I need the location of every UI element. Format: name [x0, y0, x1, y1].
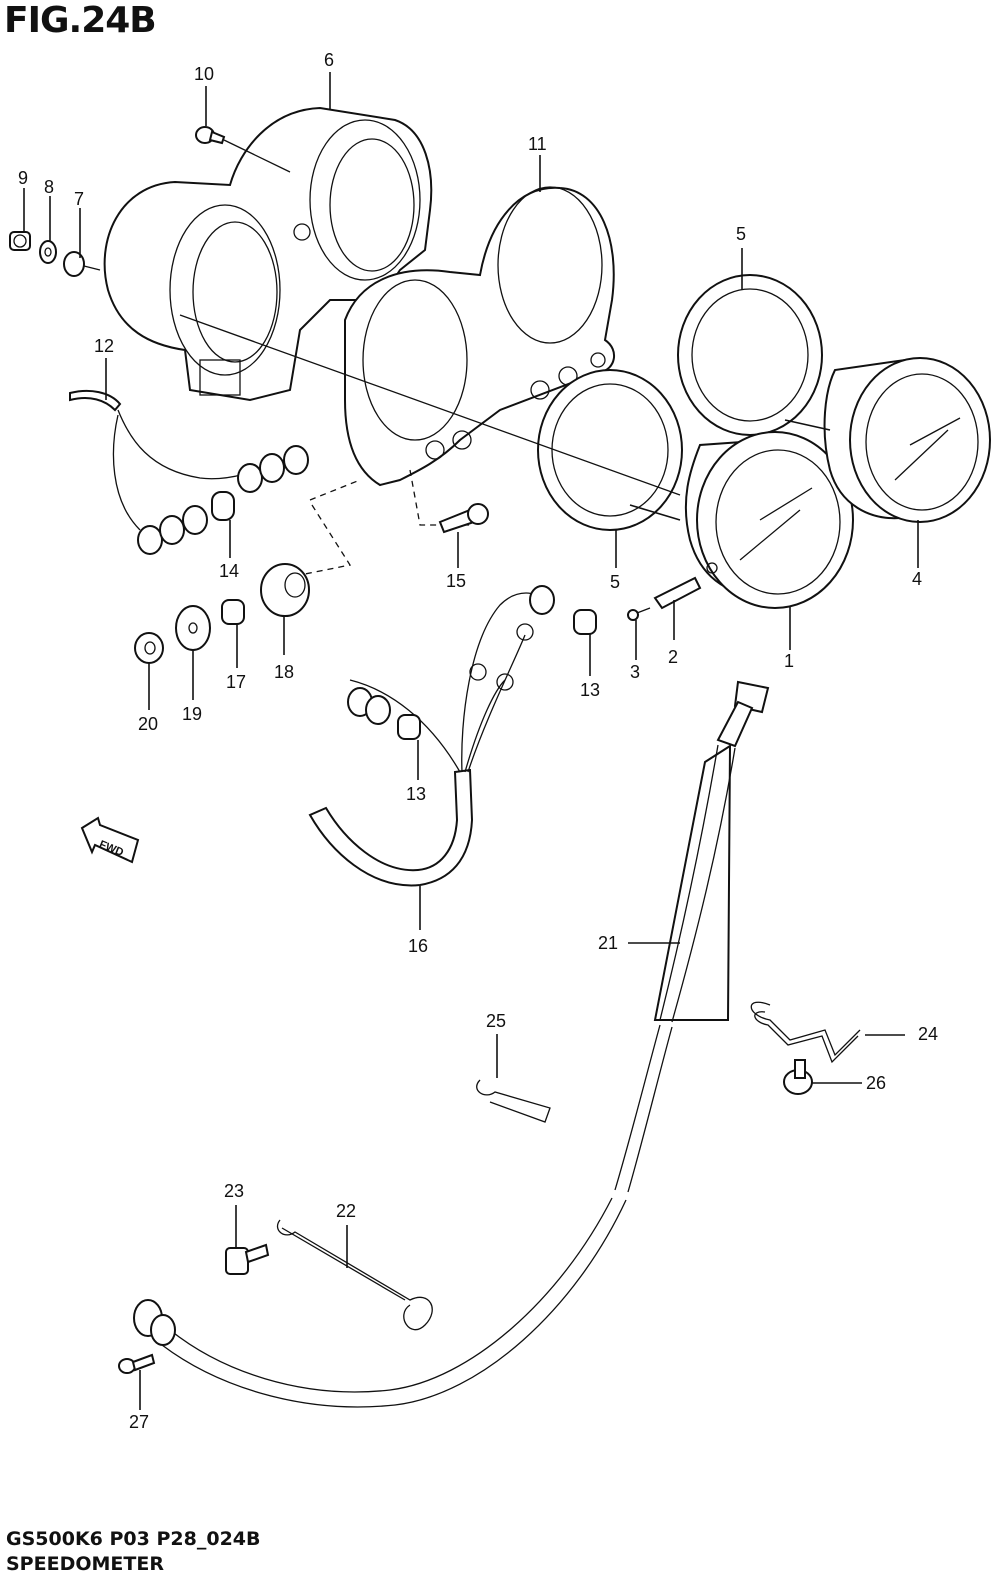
- callout-24: 24: [918, 1024, 938, 1044]
- forward-direction-badge: FWD: [80, 816, 140, 864]
- callout-16: 16: [408, 936, 428, 956]
- callout-15: 15: [446, 571, 466, 591]
- grommet-part-7: [63, 251, 101, 277]
- washer-part-8: [39, 240, 57, 264]
- callout-13-right: 13: [580, 680, 600, 700]
- callout-13-left: 13: [406, 784, 426, 804]
- callout-18: 18: [274, 662, 294, 682]
- meter-cushion-ring-lower: [537, 369, 683, 531]
- callout-19: 19: [182, 704, 202, 724]
- callout-26: 26: [866, 1073, 886, 1093]
- callout-4: 4: [912, 569, 922, 589]
- nut-part-20: [134, 632, 164, 664]
- bulb-part-13-upper: [573, 609, 597, 635]
- callout-5-upper: 5: [736, 224, 746, 244]
- callout-25: 25: [486, 1011, 506, 1031]
- callout-20: 20: [138, 714, 158, 734]
- footer-section-name: SPEEDOMETER: [6, 1553, 164, 1575]
- callout-2: 2: [668, 647, 678, 667]
- callout-17: 17: [226, 672, 246, 692]
- clip-part-24: [750, 1001, 861, 1064]
- speedometer-cable-part-21: [133, 680, 770, 1408]
- bolt-part-26: [783, 1059, 813, 1095]
- callout-11: 11: [528, 134, 547, 154]
- figure-title: FIG.24B: [4, 0, 157, 41]
- callout-7: 7: [74, 189, 84, 209]
- meter-cushion-ring-upper: [677, 274, 823, 436]
- callout-6: 6: [324, 50, 334, 70]
- callout-9: 9: [18, 168, 28, 188]
- cable-clamp-part-22: [276, 1219, 433, 1331]
- screw-part-10: [195, 126, 291, 173]
- leader-lines: [23, 72, 919, 1410]
- screw-part-27: [118, 1353, 156, 1374]
- tachometer-gauge-part: [784, 357, 991, 523]
- bulb-part-13-lower: [397, 714, 421, 740]
- callout-22: 22: [336, 1201, 356, 1221]
- screw-part-15: [438, 503, 489, 534]
- washer-part-19: [175, 605, 211, 651]
- footer-model-code: GS500K6 P03 P28_024B: [6, 1528, 261, 1550]
- callout-3: 3: [630, 662, 640, 682]
- screw-part-3: [627, 607, 651, 621]
- pointer-part-2: [653, 576, 702, 610]
- wiring-harness-part-12: [69, 389, 309, 555]
- callout-5-lower: 5: [610, 572, 620, 592]
- callout-14: 14: [219, 561, 239, 581]
- callout-10: 10: [194, 64, 214, 84]
- bulb-part-17: [221, 599, 245, 625]
- nut-part-9: [9, 231, 31, 251]
- callout-21: 21: [598, 933, 618, 953]
- bolt-part-23: [225, 1243, 270, 1275]
- speedometer-gauge-part: [629, 431, 854, 609]
- callout-8: 8: [44, 177, 54, 197]
- callout-23: 23: [224, 1181, 244, 1201]
- callout-12: 12: [94, 336, 114, 356]
- callout-numbers: 1 2 3 4 5 5 6 7 8 9 10 11 12 13 13 14 15…: [18, 50, 938, 1432]
- socket-part-18: [260, 563, 310, 617]
- bulb-part-14: [211, 491, 235, 521]
- clip-part-25: [476, 1079, 551, 1123]
- meter-case-part: [103, 106, 433, 402]
- callout-27: 27: [129, 1412, 149, 1432]
- callout-1: 1: [784, 651, 794, 671]
- wiring-harness-part-16: [308, 585, 555, 887]
